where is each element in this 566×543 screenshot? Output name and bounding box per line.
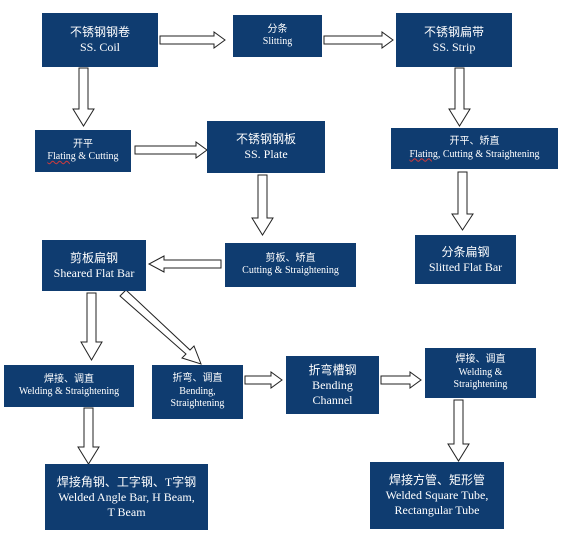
node-bs-zh: 折弯、调直 (172, 373, 223, 385)
node-ss-coil-zh: 不锈钢钢卷 (69, 25, 130, 39)
node-ss-plate-en: SS. Plate (244, 147, 288, 161)
node-slitting: 分条 Slitting (233, 15, 322, 57)
node-bending-straightening: 折弯、调直 Bending, Straightening (152, 365, 243, 419)
node-ss-strip-en: SS. Strip (432, 40, 476, 54)
node-sheared-flat-bar-zh: 剪板扁钢 (69, 250, 118, 265)
node-wst-en1: Welded Square Tube, (385, 488, 489, 502)
arrow-channel-to-welding (380, 371, 422, 389)
node-bc-zh: 折弯槽钢 (308, 362, 357, 377)
node-slitted-flat-bar: 分条扁钢 Slitted Flat Bar (415, 235, 516, 284)
node-welding-straightening-left: 焊接、调直 Welding & Straightening (4, 365, 134, 407)
node-slitting-en: Slitting (262, 36, 293, 47)
node-flating-cutting-en-a: Flating (47, 151, 76, 162)
node-ss-strip: 不锈钢扁带 SS. Strip (396, 13, 512, 67)
node-fcs-zh: 开平、矫直 (449, 136, 500, 147)
arrow-strip-to-fcs (448, 67, 471, 127)
node-slitted-flat-bar-en: Slitted Flat Bar (428, 259, 503, 274)
arrow-flating-to-plate (134, 141, 208, 159)
node-ss-plate-zh: 不锈钢钢板 (235, 132, 296, 146)
node-wsr-en2: Straightening (453, 379, 508, 391)
arrow-cutting-to-sheared (147, 255, 222, 273)
node-wab-en2: T Beam (107, 504, 146, 519)
arrow-welding-to-square (447, 399, 470, 462)
arrow-welding-to-angle (77, 407, 100, 465)
arrow-coil-to-slitting (159, 31, 226, 49)
node-ss-strip-zh: 不锈钢扁带 (423, 25, 484, 39)
node-fcs-en-b: , Cutting & Straightening (437, 148, 540, 160)
node-fcs-en-a: Flating (409, 148, 438, 160)
node-fcs-en: Flating, Cutting & Straightening (409, 149, 539, 162)
node-wsl-en: Welding & Straightening (18, 386, 120, 397)
arrow-bending-to-channel (244, 371, 283, 389)
node-welded-angle-bar: 焊接角钢、工字钢、T字钢 Welded Angle Bar, H Beam, T… (45, 464, 208, 530)
node-flating-cutting-en: Flating & Cutting (47, 151, 118, 164)
arrow-sheared-to-bending (119, 289, 202, 365)
node-cutting-straightening-en: Cutting & Straightening (242, 265, 339, 276)
node-welding-straightening-right: 焊接、调直 Welding & Straightening (425, 348, 536, 398)
node-ss-plate: 不锈钢钢板 SS. Plate (207, 121, 325, 173)
node-bc-en1: Bending (312, 377, 353, 392)
node-slitting-zh: 分条 (267, 23, 288, 35)
node-flating-cutting-en-b: & Cutting (75, 151, 119, 162)
arrow-sheared-to-welding (80, 292, 103, 361)
node-sheared-flat-bar-en: Sheared Flat Bar (53, 265, 135, 280)
arrow-slitting-to-strip (323, 31, 394, 49)
node-wab-zh: 焊接角钢、工字钢、T字钢 (56, 474, 197, 489)
node-bending-channel: 折弯槽钢 Bending Channel (286, 356, 379, 414)
node-slitted-flat-bar-zh: 分条扁钢 (441, 244, 490, 259)
node-bs-en1: Bending, (179, 385, 216, 397)
node-bs-en2: Straightening (170, 398, 225, 410)
node-flating-cutting-zh: 开平 (73, 138, 93, 150)
node-wst-zh: 焊接方管、矩形管 (388, 473, 485, 487)
node-welded-square-tube: 焊接方管、矩形管 Welded Square Tube, Rectangular… (370, 462, 504, 529)
node-wsl-zh: 焊接、调直 (44, 373, 94, 385)
node-ss-coil-en: SS. Coil (79, 40, 121, 54)
node-ss-coil: 不锈钢钢卷 SS. Coil (42, 13, 158, 67)
node-bc-en2: Channel (312, 392, 353, 407)
arrow-plate-to-cutting (251, 174, 274, 236)
node-sheared-flat-bar: 剪板扁钢 Sheared Flat Bar (42, 240, 146, 291)
arrow-fcs-to-slitted (451, 171, 474, 231)
node-wst-en2: Rectangular Tube (394, 503, 480, 517)
node-flating-cutting-straightening: 开平、矫直 Flating, Cutting & Straightening (391, 128, 558, 169)
node-cutting-straightening-zh: 剪板、矫直 (265, 252, 316, 264)
node-wsr-en1: Welding & (458, 366, 503, 378)
node-cutting-straightening: 剪板、矫直 Cutting & Straightening (225, 243, 356, 287)
node-flating-cutting: 开平 Flating & Cutting (35, 130, 131, 172)
arrow-coil-to-flating (72, 67, 95, 127)
node-wab-en1: Welded Angle Bar, H Beam, (58, 489, 195, 504)
node-wsr-zh: 焊接、调直 (455, 354, 506, 366)
